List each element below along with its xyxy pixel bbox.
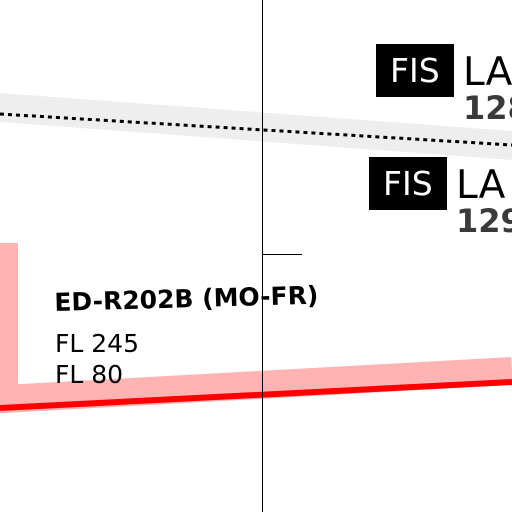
restricted-area-boundary [0,379,512,411]
restricted-area-designator: ED-R202B (MO-FR) [53,280,319,317]
fis-boundary-line [0,112,512,147]
fis-sector-name: LA [456,163,506,208]
fis-boundary-band [0,93,512,160]
fis-sector-name: LA [463,50,512,95]
restricted-area-upper-limit: FL 245 [55,329,139,358]
fis-frequency: 128 [463,89,512,127]
restricted-area-lower-limit: FL 80 [55,360,124,389]
fis-badge: FIS [369,157,447,210]
fis-badge: FIS [376,44,454,97]
fis-frequency: 129 [456,202,512,240]
restricted-area-buffer [0,243,512,414]
